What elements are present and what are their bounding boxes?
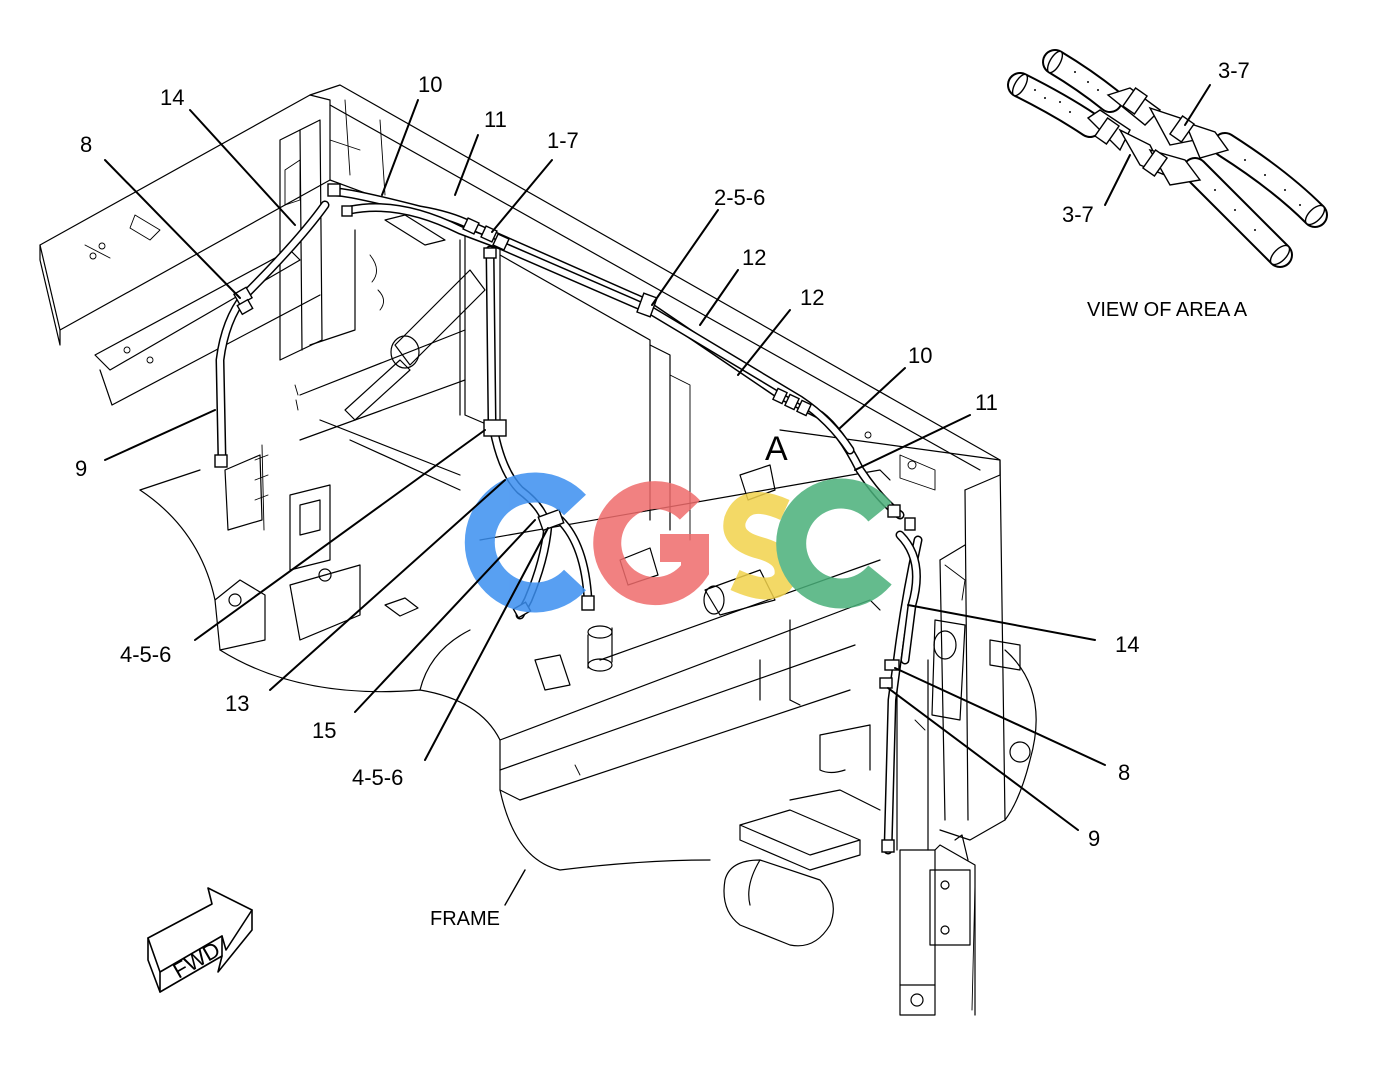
callout-13: 13 — [225, 691, 249, 716]
watermark-letter-c2 — [776, 478, 892, 609]
callout-14-right: 14 — [1115, 632, 1139, 657]
inset-hose-texture — [1034, 71, 1301, 231]
callout-3-7-top: 3-7 — [1218, 58, 1250, 83]
leader-lines — [104, 84, 1211, 831]
callout-12-b: 12 — [800, 285, 824, 310]
area-a-inset — [1007, 49, 1328, 268]
callout-8-right: 8 — [1118, 760, 1130, 785]
callout-3-7-bottom: 3-7 — [1062, 202, 1094, 227]
callout-15: 15 — [312, 718, 336, 743]
callout-10-right: 10 — [908, 343, 932, 368]
callout-9-right: 9 — [1088, 826, 1100, 851]
area-a-marker: A — [765, 430, 788, 468]
callout-2-5-6: 2-5-6 — [714, 185, 765, 210]
view-of-area-a-caption: VIEW OF AREA A — [1087, 299, 1248, 321]
fwd-label: FWD — [168, 937, 224, 984]
frame-label: FRAME — [430, 908, 500, 930]
cgsc-watermark — [464, 472, 892, 613]
callout-10-top: 10 — [418, 72, 442, 97]
callout-11-right: 11 — [975, 390, 998, 415]
callout-1-7: 1-7 — [547, 128, 579, 153]
callout-12-a: 12 — [742, 245, 766, 270]
callout-labels: 14 8 10 11 1-7 2-5-6 12 12 10 11 9 4-5-6… — [75, 58, 1250, 930]
callout-11-top: 11 — [484, 107, 507, 132]
watermark-letter-c1 — [464, 472, 586, 613]
callout-4-5-6-a: 4-5-6 — [120, 642, 171, 667]
fwd-arrow: FWD — [147, 887, 253, 993]
callout-14-left: 14 — [160, 85, 184, 110]
watermark-letter-s — [723, 492, 797, 600]
watermark-letter-g — [593, 481, 709, 606]
callout-8-left: 8 — [80, 132, 92, 157]
frame-structure — [39, 84, 1037, 1016]
callout-9-left: 9 — [75, 456, 87, 481]
callout-4-5-6-b: 4-5-6 — [352, 765, 403, 790]
